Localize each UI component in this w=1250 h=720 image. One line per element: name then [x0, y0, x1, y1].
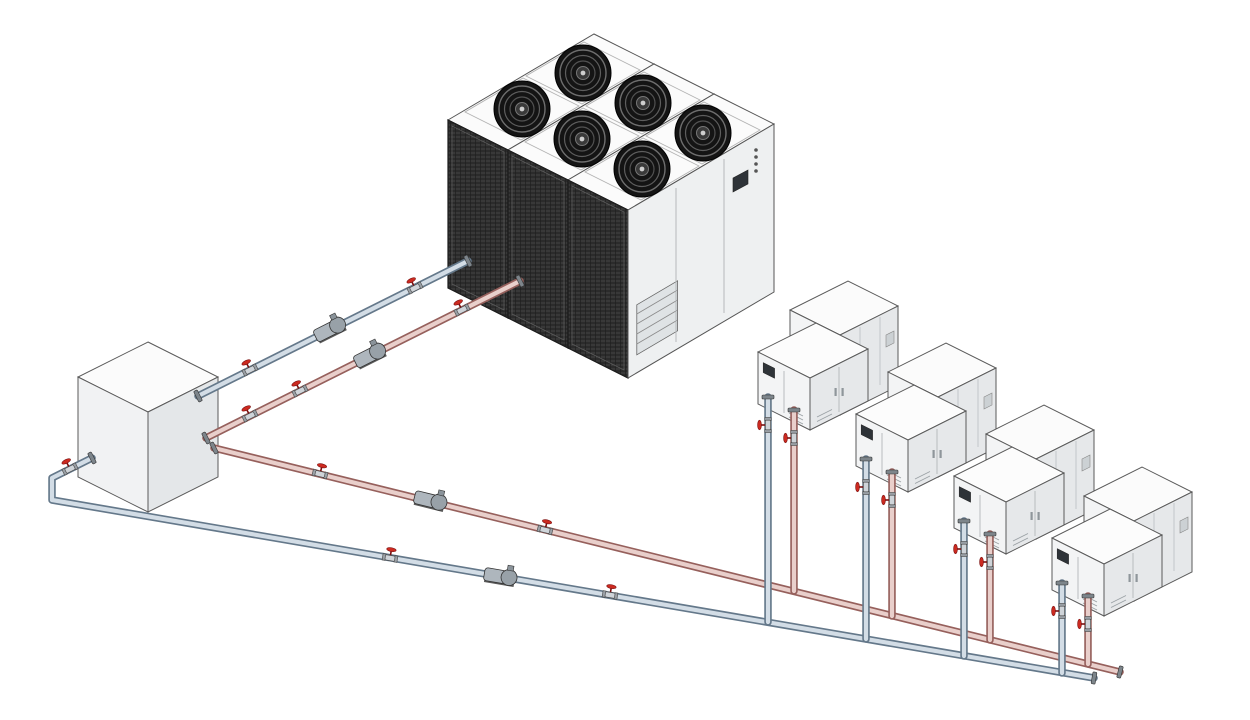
circulation-pump: [412, 484, 451, 513]
supply-main-inner: [211, 445, 1123, 675]
pipe-flange: [1055, 580, 1069, 586]
shutoff-valve: [381, 545, 400, 564]
circulation-pump: [482, 561, 520, 588]
chillers-group: [447, 33, 775, 379]
shutoff-valve: [536, 517, 556, 536]
tank-right-face: [147, 376, 219, 513]
pipe-flange: [787, 407, 801, 413]
pipe-flange: [1081, 593, 1095, 599]
buffer-tank: [76, 341, 220, 513]
pipe-flange: [761, 394, 775, 400]
pipe-flange: [957, 518, 971, 524]
pipe-flange: [1090, 671, 1098, 685]
pipe-flange: [885, 469, 899, 475]
indoor-units-group: [757, 280, 1193, 617]
shutoff-valve: [601, 582, 620, 601]
pipe-flange: [983, 531, 997, 537]
return-main: [48, 454, 1098, 682]
return-main-inner: [49, 455, 1097, 681]
pipe-flange: [859, 456, 873, 462]
